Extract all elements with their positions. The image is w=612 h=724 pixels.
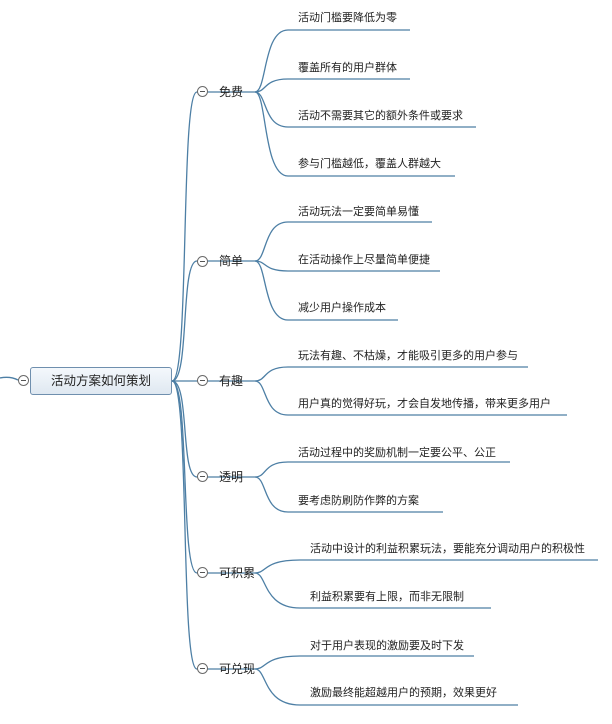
branch-leaf-connector — [254, 260, 289, 321]
branch-topic-transparent[interactable]: 透明 — [219, 470, 244, 484]
branch-collapse-toggle[interactable] — [197, 567, 208, 578]
branch-collapse-toggle[interactable] — [197, 86, 208, 97]
leaf-topic[interactable]: 减少用户操作成本 — [298, 301, 386, 314]
branch-leaf-connector — [254, 655, 301, 670]
branch-collapse-toggle[interactable] — [197, 256, 208, 267]
leaf-topic[interactable]: 玩法有趣、不枯燥，才能吸引更多的用户参与 — [298, 349, 518, 362]
branch-leaf-connector — [254, 668, 301, 706]
root-left-connector — [0, 376, 19, 381]
branch-leaf-connector — [254, 559, 301, 574]
leaf-topic[interactable]: 在活动操作上尽量简单便捷 — [298, 253, 430, 266]
root-topic[interactable]: 活动方案如何策划 — [30, 367, 172, 395]
leaf-topic[interactable]: 利益积累要有上限，而非无限制 — [310, 590, 464, 603]
branch-leaf-connector — [254, 380, 289, 416]
leaf-topic[interactable]: 激励最终能超越用户的预期，效果更好 — [310, 686, 497, 699]
leaf-topic[interactable]: 要考虑防刷防作弊的方案 — [298, 494, 419, 507]
leaf-topic[interactable]: 参与门槛越低，覆盖人群越大 — [298, 157, 441, 170]
branch-collapse-toggle[interactable] — [197, 471, 208, 482]
branch-leaf-connector — [254, 461, 289, 478]
branch-leaf-connector — [254, 221, 289, 262]
branch-collapse-toggle[interactable] — [197, 663, 208, 674]
branch-leaf-connector — [254, 78, 289, 93]
branch-leaf-connector — [254, 91, 289, 177]
branch-topic-redeemable[interactable]: 可兑现 — [219, 662, 256, 676]
leaf-topic[interactable]: 活动过程中的奖励机制一定要公平、公正 — [298, 446, 496, 459]
root-topic-label: 活动方案如何策划 — [50, 373, 151, 388]
leaf-topic[interactable]: 对于用户表现的激励要及时下发 — [310, 639, 464, 652]
root-branch-connector — [171, 260, 198, 382]
branch-leaf-connector — [254, 366, 289, 382]
branch-leaf-connector — [254, 29, 289, 93]
branch-leaf-connector — [254, 476, 289, 513]
leaf-topic[interactable]: 活动门槛要降低为零 — [298, 11, 397, 24]
root-branch-connector — [171, 380, 198, 670]
branch-topic-accumulable[interactable]: 可积累 — [219, 566, 256, 580]
branch-leaf-connector — [254, 572, 301, 609]
leaf-topic[interactable]: 用户真的觉得好玩，才会自发地传播，带来更多用户 — [298, 397, 551, 410]
root-branch-connector — [171, 380, 198, 478]
branch-topic-fun[interactable]: 有趣 — [219, 374, 244, 388]
branch-topic-free[interactable]: 免费 — [219, 85, 244, 99]
root-branch-connector — [171, 91, 198, 382]
leaf-topic[interactable]: 活动玩法一定要简单易懂 — [298, 205, 419, 218]
branch-collapse-toggle[interactable] — [197, 375, 208, 386]
leaf-topic[interactable]: 活动中设计的利益积累玩法，要能充分调动用户的积极性 — [310, 542, 585, 555]
leaf-topic[interactable]: 覆盖所有的用户群体 — [298, 61, 397, 74]
root-branch-connector — [171, 380, 198, 574]
branch-topic-simple[interactable]: 简单 — [219, 254, 244, 268]
leaf-topic[interactable]: 活动不需要其它的额外条件或要求 — [298, 109, 463, 122]
root-collapse-toggle[interactable] — [18, 375, 29, 386]
